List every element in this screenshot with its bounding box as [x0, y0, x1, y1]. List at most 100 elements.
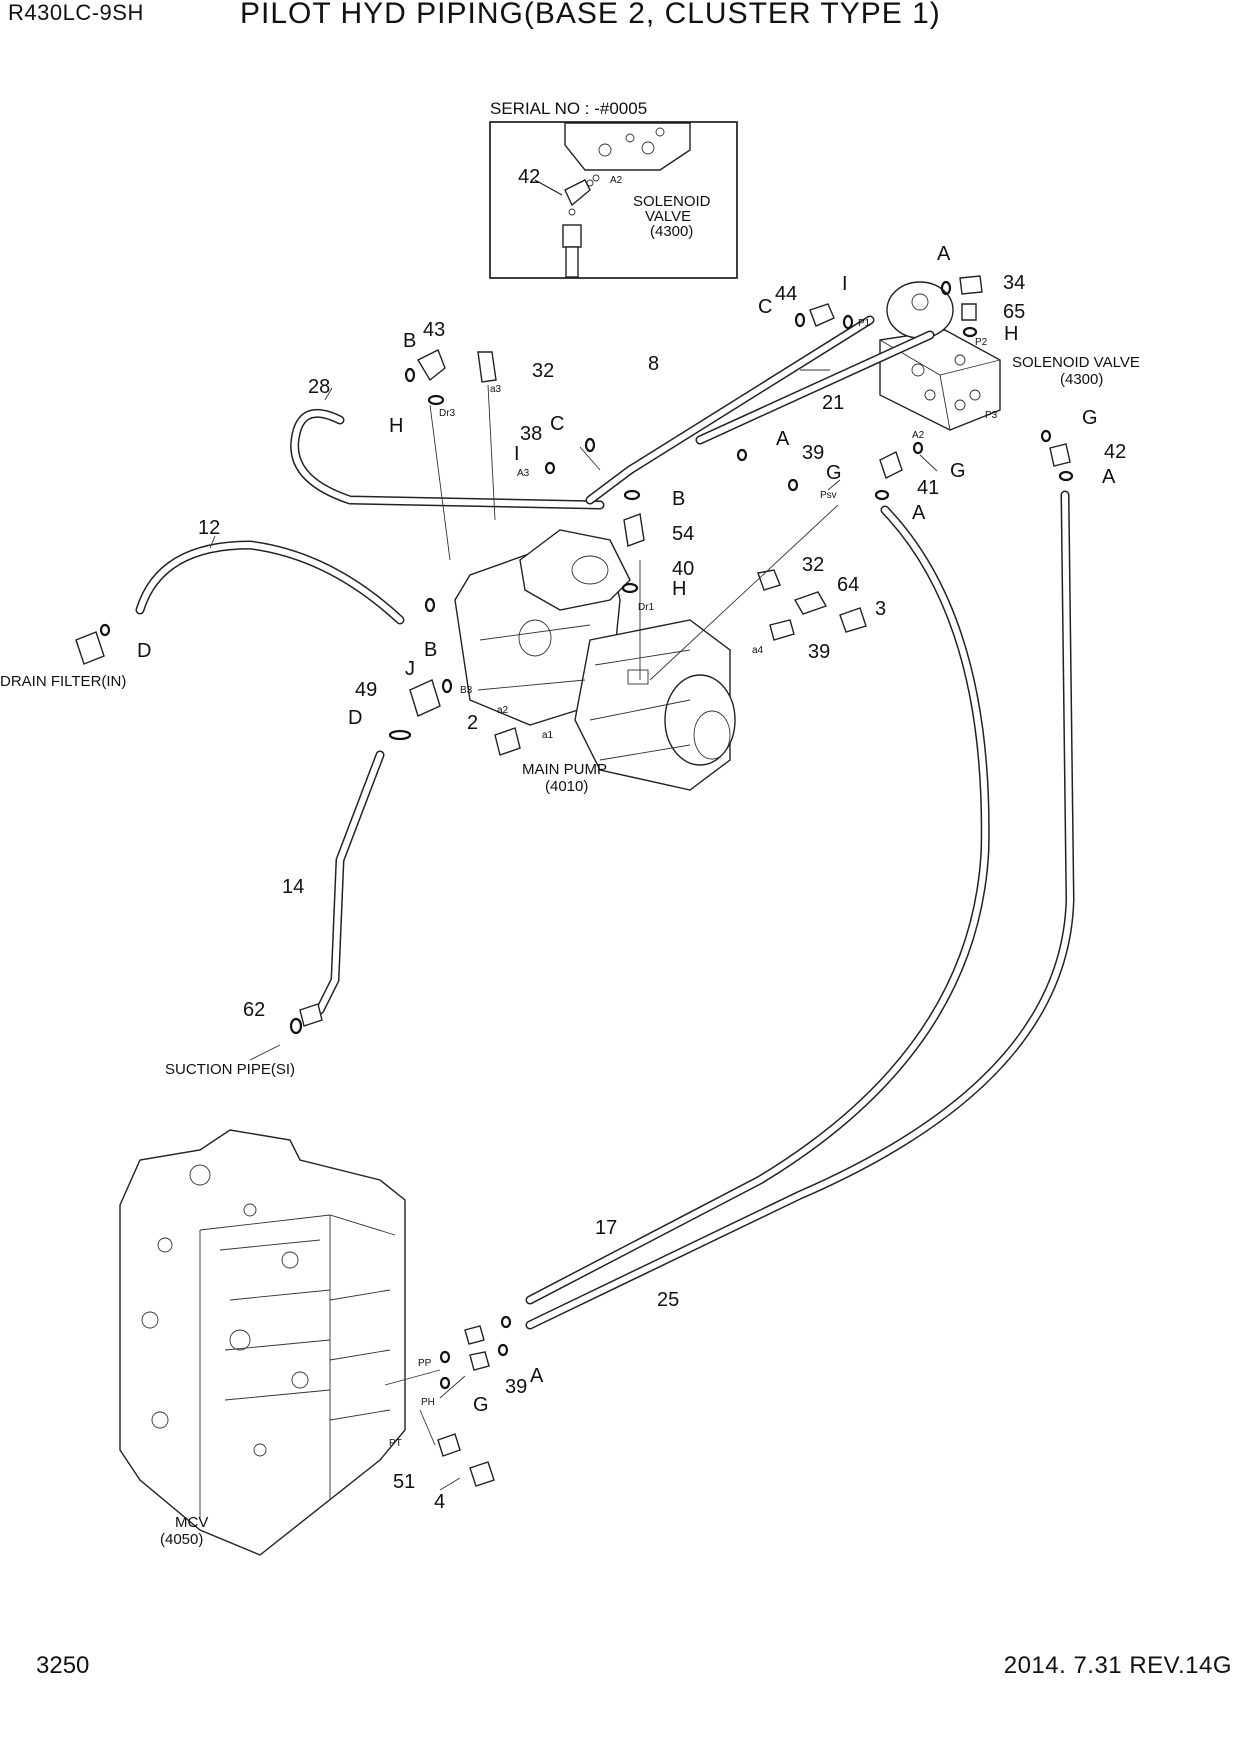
callout-44: 44: [775, 283, 797, 305]
hose-14: [315, 750, 385, 1015]
callout-64: 64: [837, 574, 859, 596]
letter-a-3: A: [1102, 466, 1116, 488]
callout-39-bottom: 39: [505, 1376, 527, 1398]
inset-callout-42: 42: [518, 166, 540, 188]
page-title: PILOT HYD PIPING(BASE 2, CLUSTER TYPE 1): [240, 0, 941, 30]
callout-49: 49: [355, 679, 377, 701]
letter-g-3: G: [950, 460, 966, 482]
inset-hose-end: [562, 224, 582, 248]
callout-8: 8: [648, 353, 659, 375]
callout-39-mid: 39: [808, 641, 830, 663]
callout-40: 40: [672, 558, 694, 580]
letter-b-3: B: [424, 639, 437, 661]
mcv-label: MCV: [175, 1514, 208, 1531]
letter-b-1: B: [403, 330, 416, 352]
letter-h-3: H: [672, 578, 686, 600]
port-dr3: Dr3: [439, 408, 456, 419]
port-psv: Psv: [820, 490, 837, 501]
inset-frame: [489, 121, 738, 279]
callout-12: 12: [198, 517, 220, 539]
letter-h-1: H: [389, 415, 403, 437]
page-number: 3250: [36, 1652, 90, 1679]
port-ph: PH: [421, 1397, 435, 1408]
letter-c-2: C: [758, 296, 772, 318]
solenoid-valve-number: (4300): [1060, 371, 1103, 388]
main-pump-label: MAIN PUMP: [522, 761, 607, 778]
hose-8: [585, 315, 875, 505]
letter-g-2: G: [1082, 407, 1098, 429]
hose-21: [695, 330, 935, 445]
letter-a-2: A: [776, 428, 790, 450]
callout-28: 28: [308, 376, 330, 398]
callout-32-right: 32: [802, 554, 824, 576]
port-a1-pump: a1: [542, 730, 554, 741]
port-pt: PT: [389, 1438, 402, 1449]
port-p2: P2: [975, 337, 988, 348]
inset-solenoid-block: [564, 122, 691, 171]
callout-62: 62: [243, 999, 265, 1021]
port-p1: P1: [858, 318, 871, 329]
letter-i-2: I: [842, 273, 848, 295]
suction-pipe-label: SUCTION PIPE(SI): [165, 1061, 295, 1078]
letter-d-1: D: [348, 707, 362, 729]
letter-b-2: B: [672, 488, 685, 510]
callout-letters: B H C I C I A H A G G A G A B H B J D D …: [137, 243, 1116, 1416]
drain-filter-label: DRAIN FILTER(IN): [0, 673, 126, 690]
letter-a-1: A: [937, 243, 951, 265]
callout-54: 54: [672, 523, 694, 545]
callout-2: 2: [467, 712, 478, 734]
port-a2-pump: a2: [497, 705, 509, 716]
letter-g-1: G: [826, 462, 842, 484]
port-dr1: Dr1: [638, 602, 655, 613]
o-rings: [99, 280, 1074, 1390]
letter-d-2: D: [137, 640, 151, 662]
callout-25: 25: [657, 1289, 679, 1311]
inset-elbow-fitting: [564, 179, 591, 207]
callout-42: 42: [1104, 441, 1126, 463]
port-b3: B3: [460, 685, 473, 696]
callout-65: 65: [1003, 301, 1025, 323]
letter-h-2: H: [1004, 323, 1018, 345]
callout-numbers: 4 3 32 28 8 44 34 65 21 38 39 41 42 54 40…: [198, 272, 1126, 1513]
hose-12: [135, 540, 405, 625]
letter-j: J: [405, 658, 415, 680]
main-pump: MAIN PUMP (4010): [454, 529, 736, 795]
letter-i-1: I: [514, 443, 520, 465]
inset-solenoid-label-2: VALVE: [645, 208, 691, 225]
callout-41: 41: [917, 477, 939, 499]
solenoid-valve-label: SOLENOID VALVE: [1012, 354, 1140, 371]
callout-3: 3: [875, 598, 886, 620]
port-pp: PP: [418, 1358, 432, 1369]
callout-39-top: 39: [802, 442, 824, 464]
letter-a-5: A: [530, 1365, 544, 1387]
callout-4: 4: [434, 1491, 445, 1513]
main-pump-number: (4010): [545, 778, 588, 795]
callout-21: 21: [822, 392, 844, 414]
letter-c-1: C: [550, 413, 564, 435]
leader-lines: [209, 369, 938, 1491]
solenoid-valve: SOLENOID VALVE (4300): [879, 281, 1140, 431]
callout-32-top: 32: [532, 360, 554, 382]
port-a3-upper: A3: [517, 468, 530, 479]
inset-serial: SERIAL NO : -#0005: [490, 99, 647, 118]
mcv: MCV (4050): [119, 1129, 406, 1556]
letter-a-4: A: [912, 502, 926, 524]
callout-17: 17: [595, 1217, 617, 1239]
port-a2: A2: [912, 430, 925, 441]
port-a4: a4: [752, 645, 764, 656]
fittings: [75, 275, 1071, 1487]
port-p3: P3: [985, 410, 998, 421]
callout-34: 34: [1003, 272, 1025, 294]
serial-inset: SERIAL NO : -#0005 A2 42 SOLENOID VALVE …: [489, 99, 738, 279]
hose-25: [525, 490, 1075, 1330]
port-labels: Dr3 a3 P1 P2 P3 A2 A3 Psv Dr1 a4 B3 a2 a…: [389, 318, 998, 1449]
hose-28: [290, 408, 605, 510]
inset-solenoid-label-3: (4300): [650, 223, 693, 240]
letter-g-4: G: [473, 1394, 489, 1416]
callout-38: 38: [520, 423, 542, 445]
revision-date: 2014. 7.31 REV.14G: [1003, 1652, 1232, 1679]
port-a3-lower: a3: [490, 384, 502, 395]
inset-port-a2: A2: [610, 175, 623, 186]
callout-51: 51: [393, 1471, 415, 1493]
inset-solenoid-label-1: SOLENOID: [633, 193, 711, 210]
